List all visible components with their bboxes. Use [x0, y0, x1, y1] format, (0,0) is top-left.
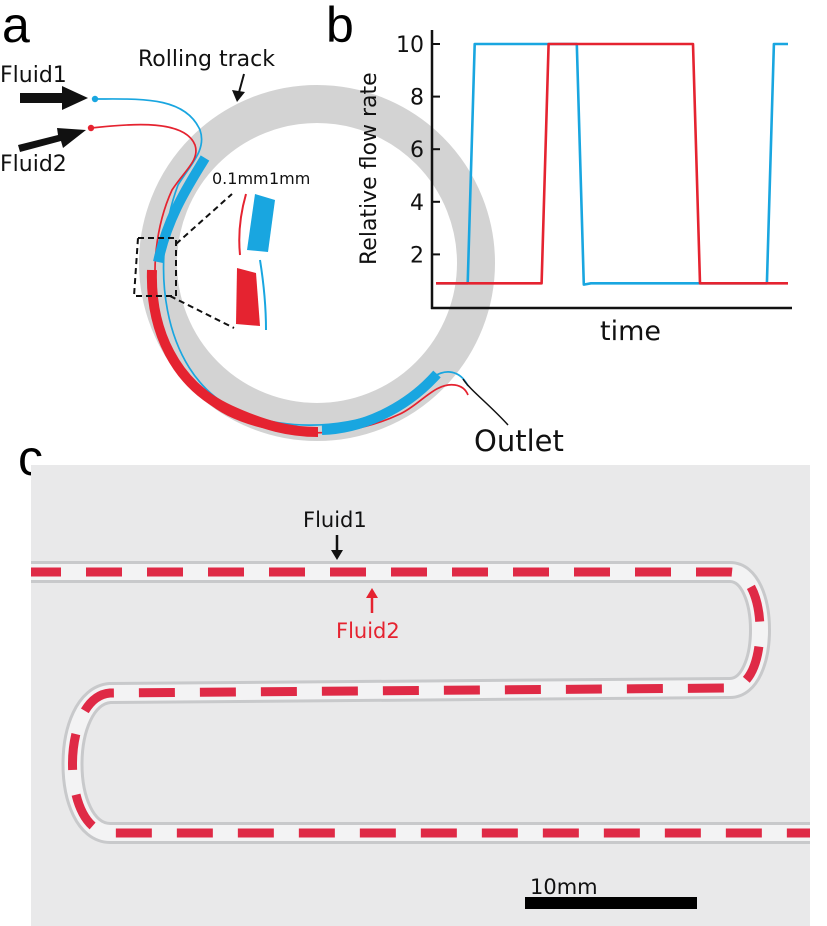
photo-fluid1-label: Fluid1	[303, 508, 367, 532]
chart-ylabel: Relative flow rate	[357, 72, 382, 265]
fluid2-dashes	[31, 567, 810, 838]
fluid1-thick-lower	[321, 370, 441, 435]
chart-ytick-label-6: 6	[410, 138, 424, 163]
chart-series-line-1	[436, 42, 788, 285]
outlet-leader-line	[462, 378, 509, 426]
panel-b: b 2 4 6 8 10 Relative flow rate time	[326, 0, 792, 347]
inset-fluid2-block	[236, 268, 260, 326]
fluid2-label: Fluid2	[0, 152, 67, 177]
chart-series-line-0	[436, 42, 788, 286]
panel-a-letter: a	[2, 0, 30, 53]
photo-fluid2-arrowhead-icon	[366, 588, 378, 598]
rolling-track-label: Rolling track	[138, 47, 275, 72]
rolling-track-ring	[139, 85, 495, 441]
fluid1-thick-upper	[153, 155, 210, 264]
fluid2-arrow-icon	[18, 128, 86, 152]
inset-fluid2-thin	[238, 193, 247, 256]
fluid1-arrow-icon	[20, 86, 88, 110]
scale-large-label: 1mm	[269, 169, 310, 188]
scale-small-label: 0.1mm	[212, 169, 269, 188]
photo-fluid2-label: Fluid2	[336, 619, 400, 643]
chart-ytick-label-8: 8	[410, 86, 424, 111]
photo-fluid1-arrowhead-icon	[331, 550, 343, 560]
outlet-label: Outlet	[474, 424, 564, 458]
chart-ytick-label-4: 4	[410, 191, 424, 216]
chart-ytick-label-2: 2	[410, 243, 424, 268]
panel-a: a Rolling track Fluid1 Fluid2 Outlet 0.1…	[0, 0, 564, 458]
zoom-line-bottom	[169, 295, 235, 329]
chart-ytick-label-10: 10	[396, 33, 424, 58]
chart-series-group	[436, 42, 788, 286]
inset-fluid1-block	[247, 194, 275, 252]
scalebar	[525, 897, 697, 909]
panel-b-letter: b	[326, 0, 354, 53]
scalebar-label: 10mm	[530, 875, 598, 899]
fluid2-inlet-dot	[87, 124, 95, 132]
fluid1-label: Fluid1	[0, 63, 67, 88]
fluid2-thick-lower	[146, 269, 319, 437]
zoom-box	[132, 237, 177, 297]
chart-xlabel: time	[600, 316, 661, 347]
chart-ticks-group: 2 4 6 8 10	[396, 33, 440, 268]
rolling-track-arrowhead-icon	[232, 90, 245, 102]
inset-fluid1-thin	[259, 259, 267, 331]
panel-c: c Fluid1 Fluid2 10mm	[18, 430, 810, 926]
zoom-line-top	[175, 193, 233, 245]
